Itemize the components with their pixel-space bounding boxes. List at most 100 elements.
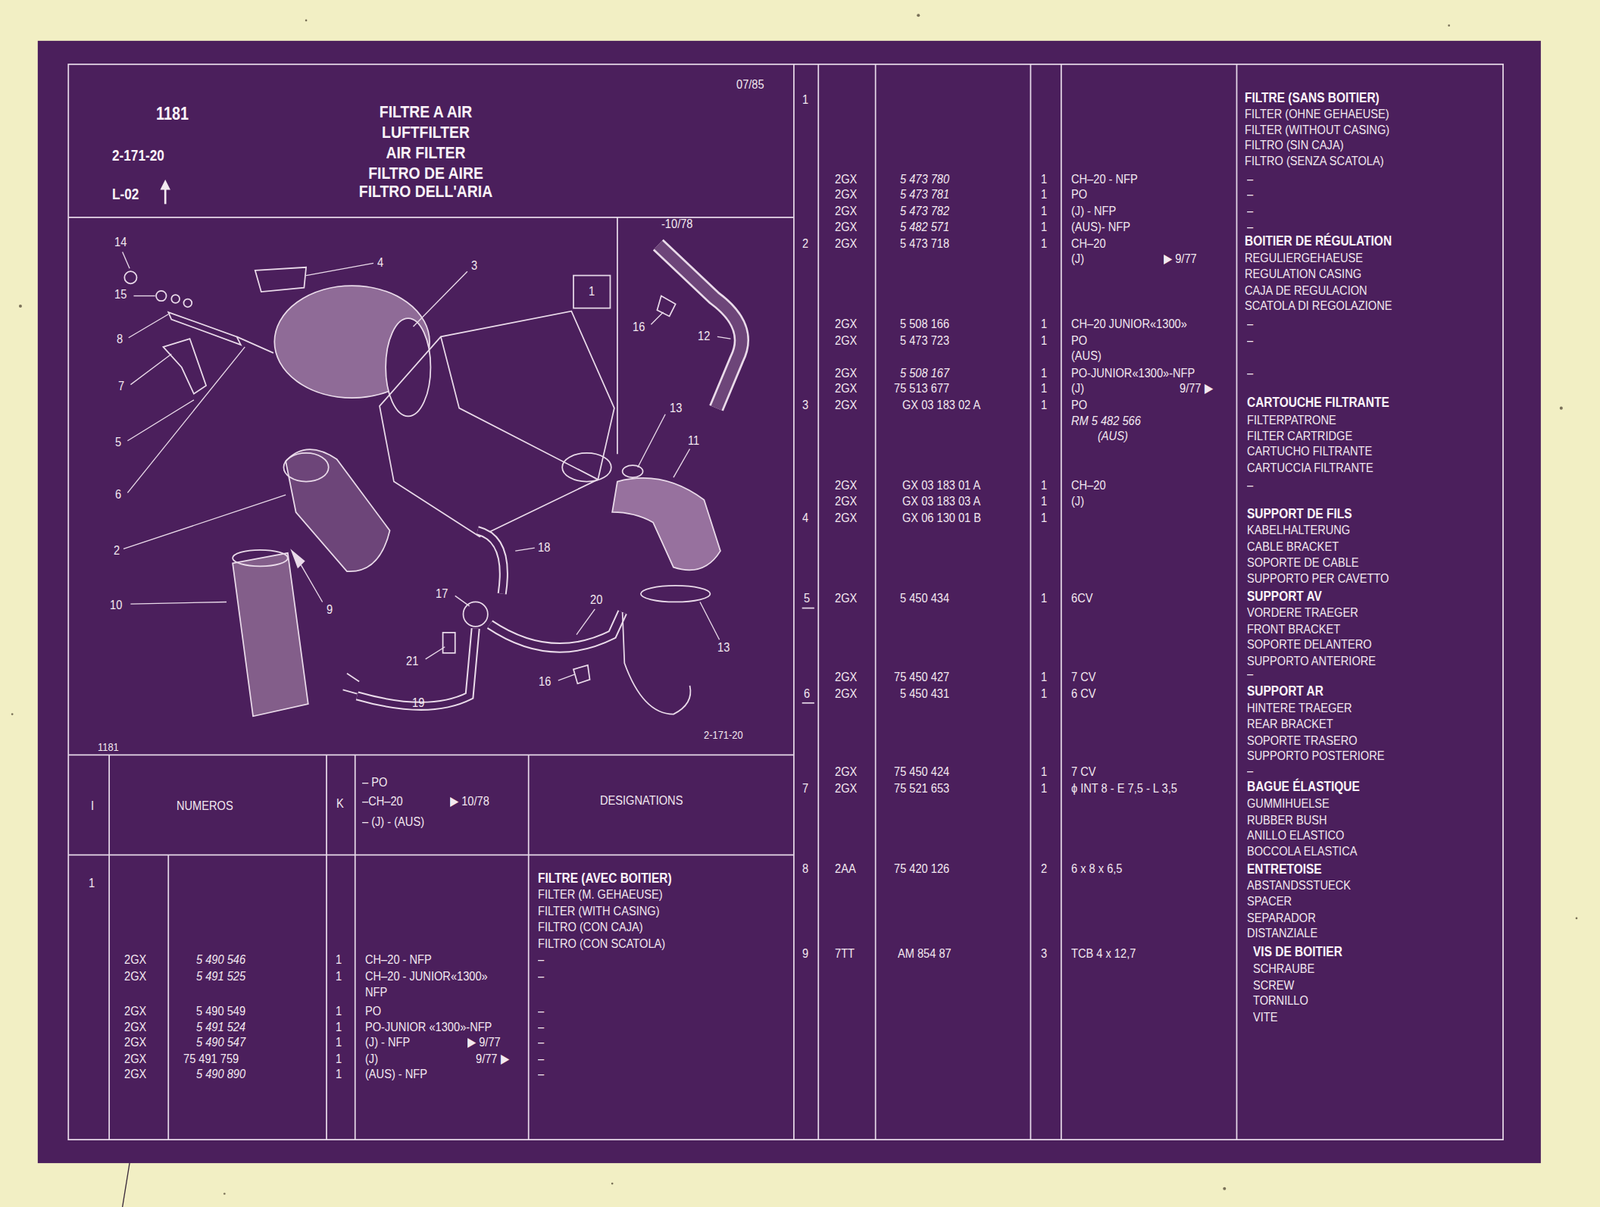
table-cell: 1	[335, 1019, 342, 1035]
designation-heading: CARTOUCHE FILTRANTE	[1246, 394, 1390, 412]
table-cell: – (J) - (AUS)	[362, 814, 425, 830]
table-cell: 1	[88, 875, 95, 891]
table-cell: PO	[1071, 187, 1088, 203]
table-cell: 9/77 ▶	[475, 1051, 510, 1067]
table-cell: I	[90, 798, 94, 814]
table-cell: ▶ 10/78	[450, 793, 490, 810]
table-cell: ▶ 9/77	[1163, 251, 1197, 267]
table-cell: –	[1246, 666, 1254, 682]
callout-number: 10	[109, 597, 122, 613]
table-cell: 2GX	[834, 236, 857, 252]
table-cell: FILTRO (SENZA SCATOLA)	[1244, 153, 1385, 169]
table-cell: –	[1246, 171, 1254, 188]
film-specks	[11, 13, 1579, 1195]
table-cell: –	[537, 952, 544, 968]
part-number: 5 490 890	[196, 1066, 246, 1082]
callout-number: 5	[115, 434, 122, 450]
table-cell: 1	[1040, 171, 1047, 188]
part-number: 5 491 525	[196, 968, 246, 985]
table-cell: (J) - NFP	[365, 1034, 410, 1050]
table-cell: 2GX	[834, 510, 857, 526]
designation-heading: VIS DE BOITIER	[1253, 943, 1343, 961]
table-cell: RUBBER BUSH	[1246, 812, 1328, 829]
table-cell: PO-JUNIOR «1300»-NFP	[365, 1019, 492, 1035]
table-cell: CH–20 - JUNIOR«1300»	[365, 968, 488, 985]
table-cell: 2GX	[124, 1019, 147, 1035]
table-cell: FILTRO (SIN CAJA)	[1244, 137, 1344, 154]
table-cell: GX 03 183 01 A	[902, 478, 981, 494]
callout-number: 16	[632, 319, 645, 335]
table-cell: 1	[1040, 686, 1047, 702]
table-cell: 3	[1040, 946, 1047, 962]
table-cell: GX 03 183 02 A	[902, 397, 981, 413]
table-cell: 5	[803, 590, 810, 607]
table-cell: ABSTANDSSTUECK	[1246, 878, 1351, 894]
table-cell: 1	[1040, 764, 1047, 780]
table-cell: –	[1246, 365, 1254, 382]
table-cell: –	[537, 1034, 544, 1050]
table-cell: SCATOLA DI REGOLAZIONE	[1244, 298, 1392, 314]
table-cell: CARTUCCIA FILTRANTE	[1246, 460, 1374, 476]
title-line: FILTRO DE AIRE	[368, 163, 484, 184]
table-cell: 1	[1040, 365, 1047, 382]
table-cell: 1	[335, 1003, 342, 1019]
callout-number: 16	[538, 674, 551, 690]
part-number: 5 473 780	[900, 171, 950, 188]
callout-number: 13	[669, 400, 682, 416]
designation-heading: FILTRE (SANS BOITIER)	[1244, 90, 1380, 107]
table-cell: 75 420 126	[893, 861, 950, 877]
table-cell: 2GX	[834, 333, 857, 349]
up-arrow	[159, 179, 170, 204]
table-cell: 1	[335, 1051, 342, 1067]
table-cell: 75 491 759	[183, 1051, 239, 1067]
table-cell: 2GX	[124, 1051, 147, 1067]
part-number: (AUS)	[1097, 428, 1129, 444]
table-cell: 1	[1040, 381, 1047, 397]
table-cell: 1	[335, 1066, 342, 1082]
part-number: 5 473 782	[900, 203, 950, 219]
table-cell: 2GX	[834, 365, 857, 382]
table-cell: 1	[1040, 236, 1047, 252]
table-cell: REGULATION CASING	[1244, 266, 1362, 282]
table-cell: HINTERE TRAEGER	[1246, 700, 1353, 716]
table-cell: 2GX	[124, 968, 147, 985]
table-cell: SOPORTE TRASERO	[1246, 733, 1358, 749]
table-cell: 1	[1040, 187, 1047, 203]
table-cell: FILTER (M. GEHAEUSE)	[537, 887, 663, 903]
callout-number: 14	[114, 234, 127, 250]
table-cell: NUMEROS	[176, 798, 234, 814]
table-rules	[68, 64, 1504, 1140]
table-cell: NFP	[365, 984, 388, 1000]
table-cell: 7 CV	[1071, 764, 1097, 780]
table-cell: 5 473 723	[900, 333, 950, 349]
table-cell: –	[537, 1051, 544, 1067]
table-cell: 6CV	[1071, 590, 1093, 607]
table-cell: – PO	[362, 775, 388, 791]
table-cell: 2AA	[834, 861, 857, 877]
table-cell: CH–20	[1071, 236, 1107, 252]
reference-code: 1181	[97, 740, 119, 754]
table-cell: 2GX	[834, 781, 857, 797]
table-cell: 1	[1040, 316, 1047, 332]
table-cell: CARTUCHO FILTRANTE	[1246, 443, 1372, 460]
table-cell: 5 508 166	[900, 316, 950, 332]
designation-heading: ENTRETOISE	[1246, 861, 1322, 879]
table-cell: TORNILLO	[1253, 993, 1309, 1009]
table-cell: FILTER (WITHOUT CASING)	[1244, 122, 1390, 138]
table-cell: –	[537, 1019, 544, 1035]
title-line: LUFTFILTER	[381, 122, 470, 143]
table-cell: 2GX	[834, 219, 857, 235]
callout-number: 11	[687, 433, 700, 449]
designation-heading: FILTRE (AVEC BOITIER)	[537, 870, 672, 888]
table-cell: 1	[335, 1034, 342, 1050]
table-cell: SEPARADOR	[1246, 910, 1316, 926]
part-number: 5 482 571	[900, 219, 950, 235]
table-cell: 5 473 718	[900, 236, 950, 252]
table-cell: DISTANZIALE	[1246, 925, 1318, 941]
table-cell: 8	[802, 861, 809, 877]
table-cell: KABELHALTERUNG	[1246, 522, 1350, 538]
table-cell: FILTERPATRONE	[1246, 412, 1337, 429]
table-cell: 07/85	[736, 77, 765, 93]
part-number: 5 473 781	[900, 187, 950, 203]
table-cell: GUMMIHUELSE	[1246, 796, 1330, 812]
